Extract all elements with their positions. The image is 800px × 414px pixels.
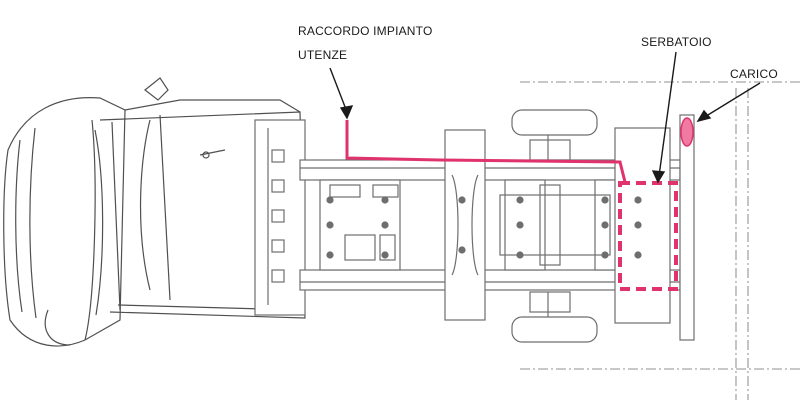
cab-rear-panel: [254, 119, 306, 316]
carico-arrow: [702, 82, 761, 119]
serbatoio-label: SERBATOIO: [641, 35, 712, 49]
raccordo-label-line1: RACCORDO IMPIANTO: [298, 24, 433, 38]
truck-cab: [3, 77, 306, 347]
rear-axle: [499, 109, 611, 343]
serbatoio-arrow: [658, 51, 677, 177]
carico-label: CARICO: [730, 67, 778, 81]
utility-connection-line: [345, 120, 627, 183]
accent-elements: [345, 117, 694, 291]
small-components: [329, 184, 399, 261]
raccordo-label-line2: UTENZE: [298, 48, 348, 62]
leader-arrows: [329, 51, 761, 184]
reference-lines: [520, 81, 800, 400]
load-connector: [680, 117, 694, 147]
raccordo-arrow: [329, 67, 348, 113]
rear-bar: [679, 114, 695, 341]
frame-rails: [299, 159, 681, 291]
